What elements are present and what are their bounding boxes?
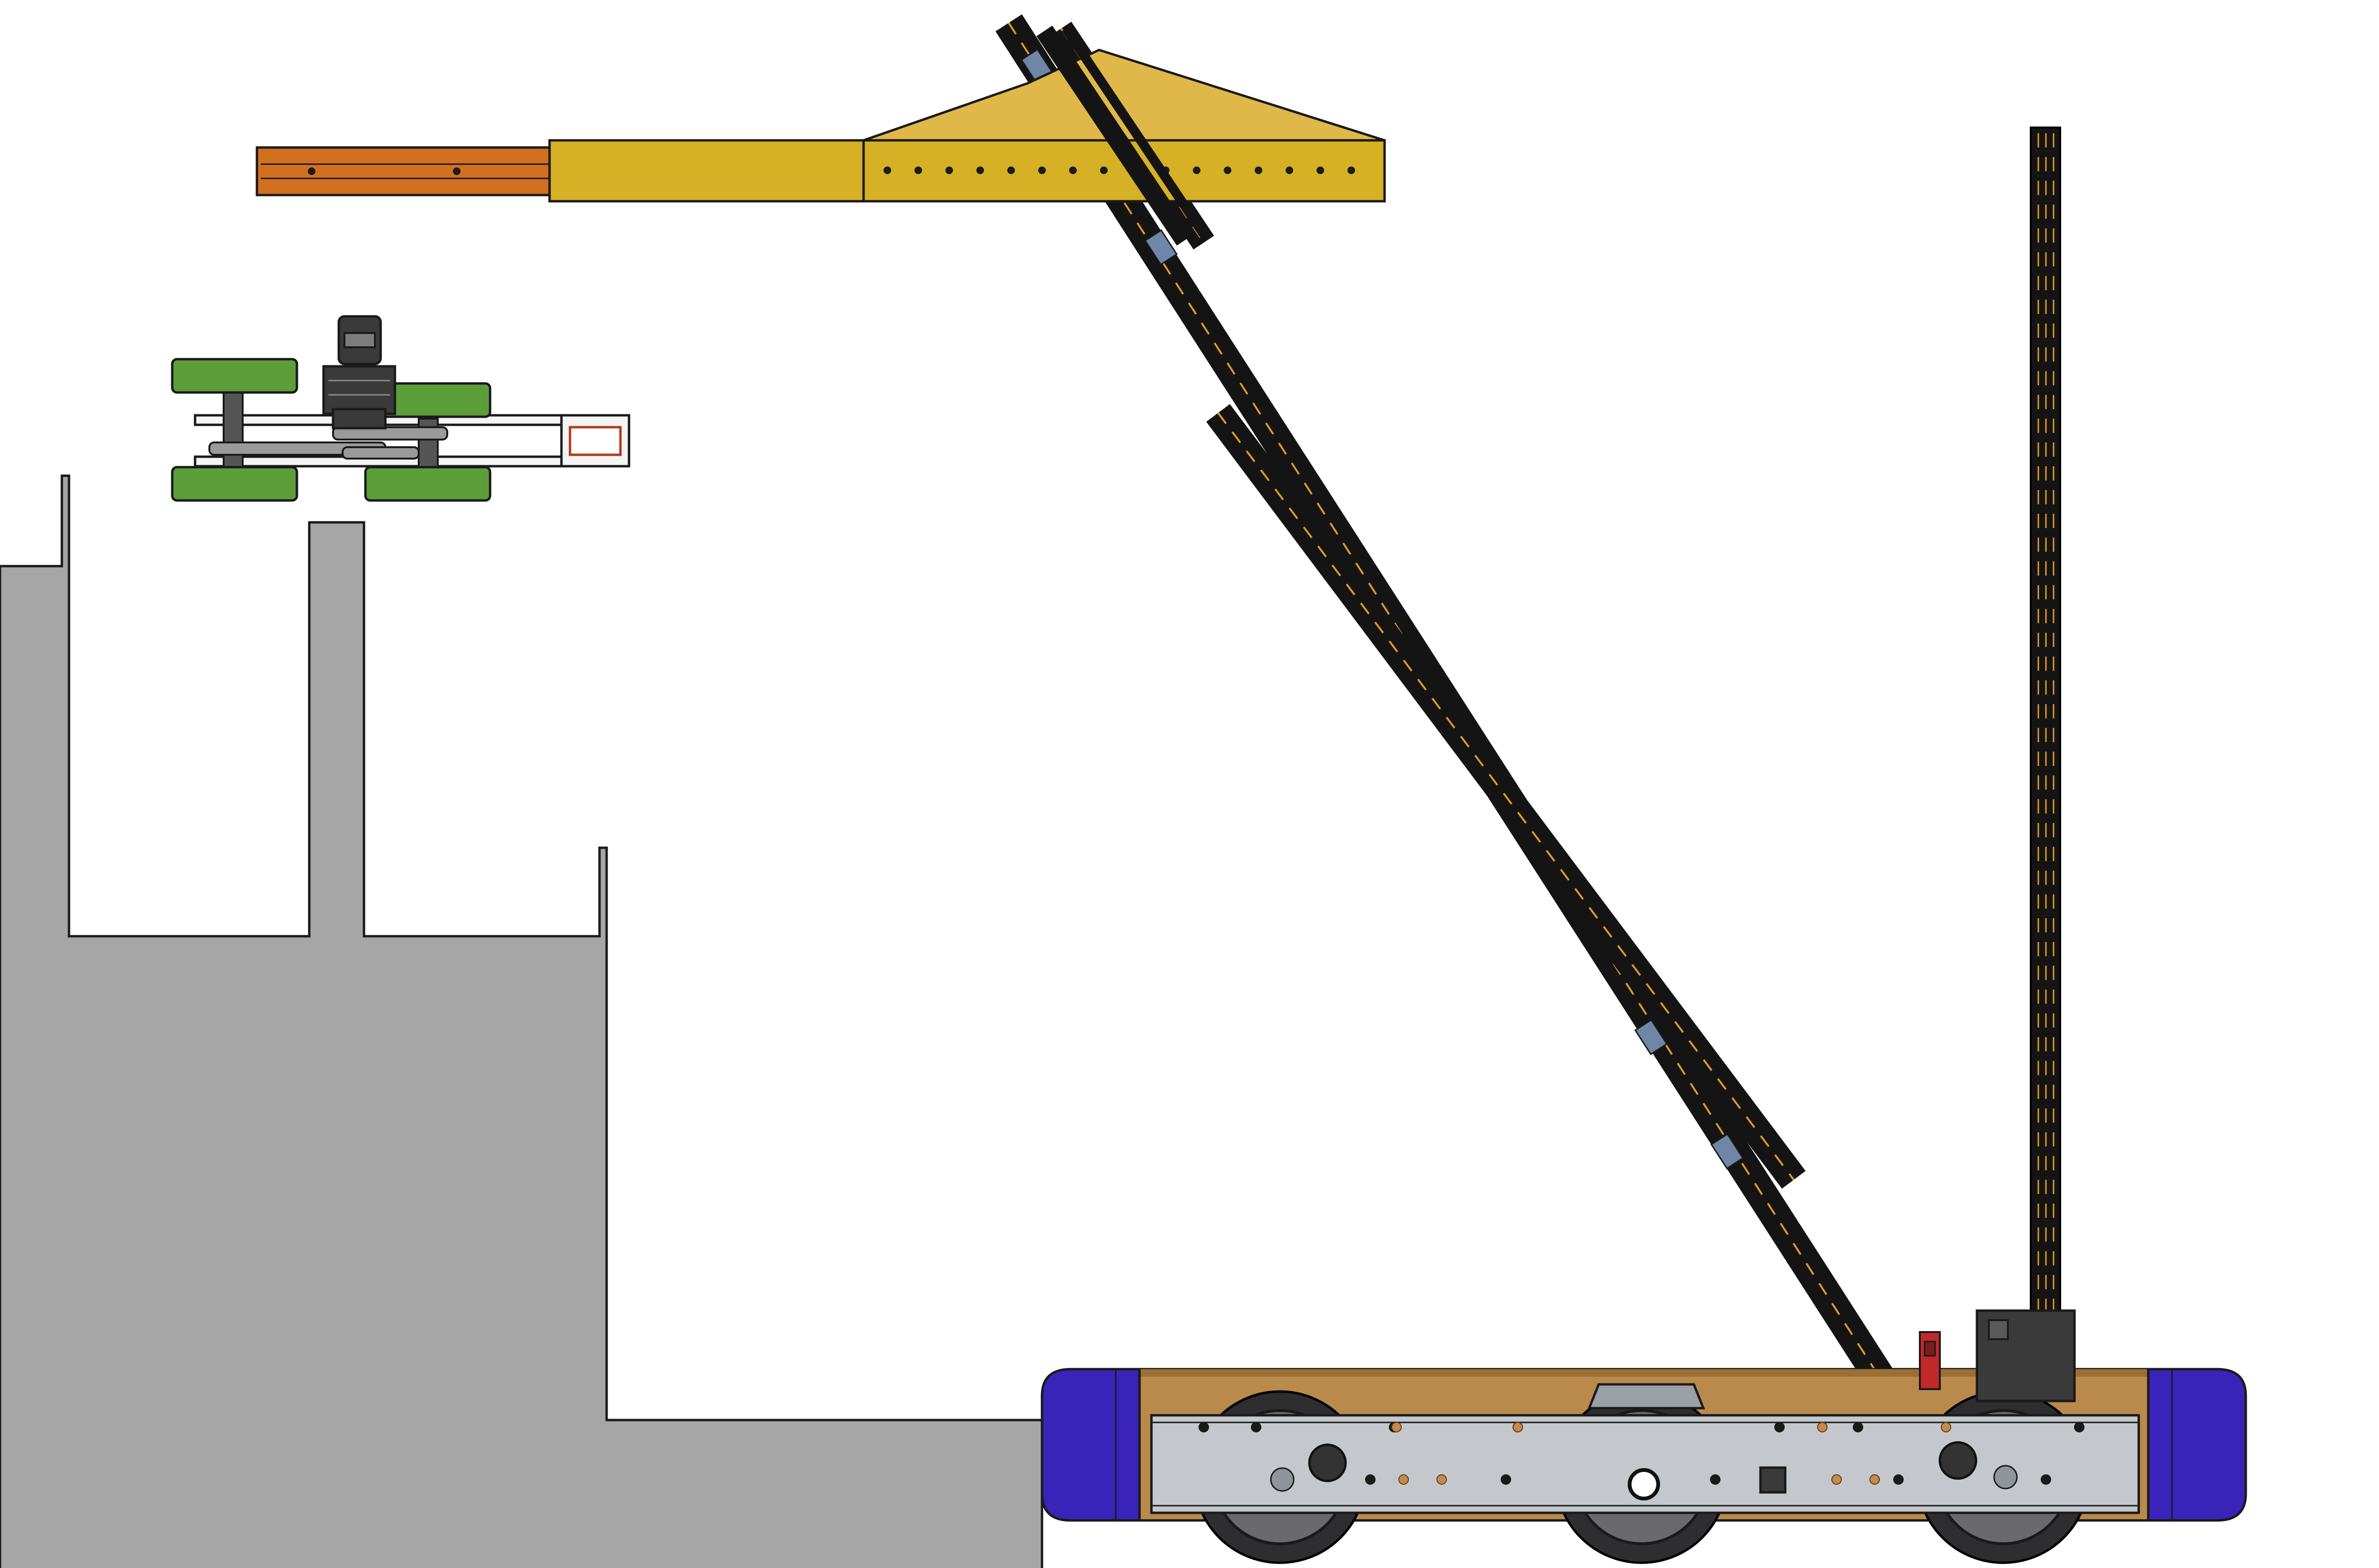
hole — [914, 167, 922, 174]
mast-gearbox — [1976, 1309, 2076, 1402]
hole — [1501, 1474, 1511, 1485]
intake-wheel-top-left — [171, 358, 298, 394]
hole — [1286, 167, 1293, 174]
hole — [1710, 1474, 1720, 1485]
roller-intake — [171, 315, 630, 502]
hole — [1038, 167, 1046, 174]
hole — [1100, 167, 1108, 174]
center-gearbox — [1587, 1383, 1705, 1410]
hole — [1251, 1422, 1261, 1432]
hole — [1317, 167, 1324, 174]
hole — [1347, 167, 1355, 174]
hole — [1831, 1474, 1842, 1485]
hole — [1224, 167, 1231, 174]
hole — [1869, 1474, 1880, 1485]
hole — [1817, 1422, 1828, 1432]
hole — [1774, 1422, 1785, 1432]
hole — [884, 167, 891, 174]
hole — [1436, 1474, 1447, 1485]
hole — [308, 167, 315, 175]
hole — [1993, 1465, 2018, 1490]
hole — [976, 167, 984, 174]
hole — [2041, 1474, 2051, 1485]
intake-wheel-bottom-right — [364, 466, 492, 502]
hole — [453, 167, 461, 175]
vertical-mast — [2030, 127, 2061, 1413]
hole — [1007, 167, 1015, 174]
hole — [1199, 1422, 1209, 1432]
hole — [1398, 1474, 1409, 1485]
rear-bumper — [2147, 1368, 2247, 1522]
front-bumper — [1041, 1368, 1141, 1522]
hole — [1893, 1474, 1904, 1485]
intake-end-window — [569, 426, 622, 456]
intake-motor — [322, 315, 396, 430]
telescoping-arm — [256, 49, 1386, 203]
arm-middle-stage — [548, 139, 865, 203]
side-plate-holes — [1199, 1422, 2084, 1492]
hole — [1513, 1422, 1523, 1432]
elevator-carriage — [1036, 25, 1210, 246]
hole — [1270, 1467, 1295, 1492]
side-plate — [1150, 1414, 2140, 1514]
field-element — [0, 474, 1043, 1568]
red-bracket — [1919, 1331, 1941, 1390]
arm-gusset — [863, 49, 1385, 142]
bearing-blocks — [1020, 48, 1744, 1170]
diagonal-brace — [1206, 404, 1806, 1189]
hole — [1069, 167, 1077, 174]
hole — [2074, 1422, 2084, 1432]
hole — [945, 167, 953, 174]
hole — [1255, 167, 1262, 174]
arm-inner-stage — [256, 146, 553, 196]
hole — [1193, 167, 1200, 174]
hole — [1391, 1422, 1402, 1432]
intake-wheel-bottom-left — [171, 466, 298, 502]
hole — [1853, 1422, 1863, 1432]
hole — [1941, 1422, 1951, 1432]
hole — [1365, 1474, 1376, 1485]
chassis-top-rail — [1140, 1369, 2148, 1377]
